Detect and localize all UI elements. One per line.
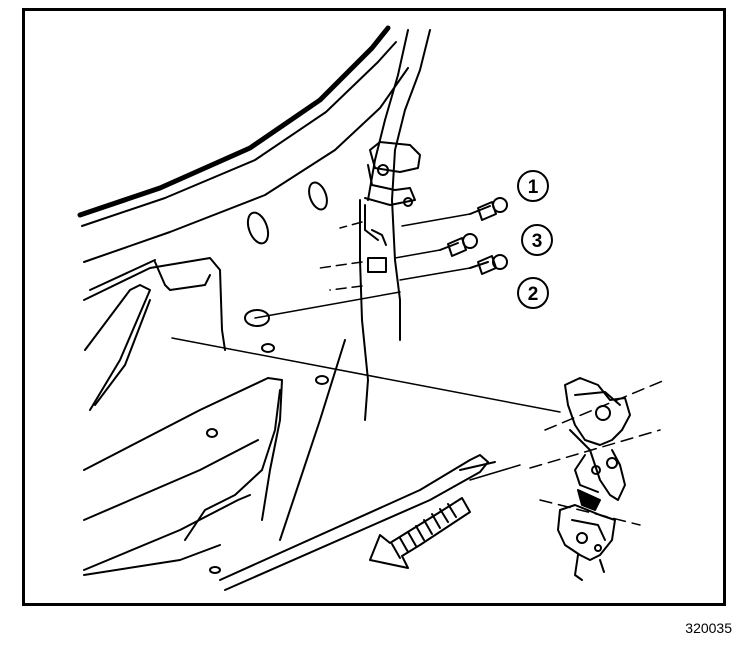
- callout-3-circle: [521, 224, 553, 256]
- roof-edge: [77, 25, 409, 263]
- callout-2-circle: [517, 277, 549, 309]
- figure-number: 320035: [685, 620, 732, 636]
- callout-3-label: 3: [532, 231, 543, 252]
- door-hinge-bracket: [219, 454, 496, 591]
- a-pillar: [279, 29, 431, 541]
- front-direction-arrow: [369, 497, 471, 569]
- diagram-frame: [22, 8, 726, 606]
- body-panel: [83, 257, 283, 576]
- upper-hinge: [364, 141, 421, 241]
- callout-2-label: 2: [528, 284, 539, 305]
- pillar-bracket: [367, 229, 387, 273]
- bolt-1: [469, 197, 508, 221]
- bolt-3: [439, 233, 478, 257]
- detail-hinge: [557, 377, 631, 581]
- callout-1-label: 1: [528, 177, 539, 198]
- leader-lines: [319, 213, 471, 291]
- body-holes: [206, 181, 329, 574]
- bolt-2: [469, 254, 508, 275]
- explode-lines: [171, 291, 666, 526]
- callout-1-circle: [517, 170, 549, 202]
